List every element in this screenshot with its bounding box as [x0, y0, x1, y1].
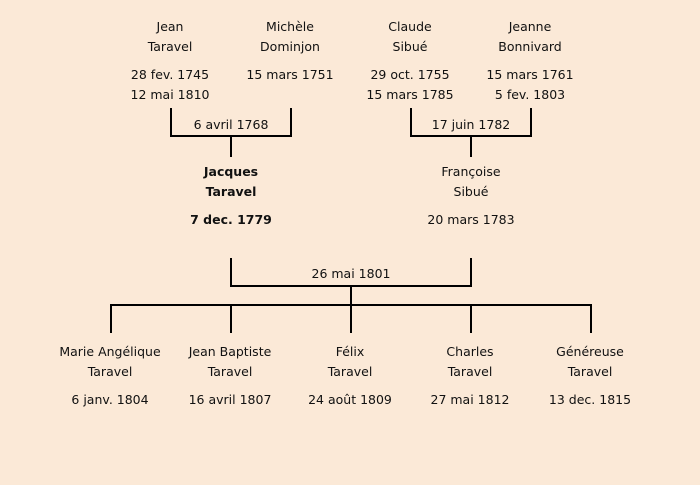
last-name: Taravel [87, 364, 133, 379]
connector-line [230, 135, 232, 157]
connector-line [170, 108, 172, 137]
last-name: Sibué [392, 39, 428, 54]
connector-line [470, 304, 472, 333]
death-date: 12 mai 1810 [130, 87, 210, 102]
child-marie-angelique: Marie Angélique Taravel 6 janv. 1804 [40, 342, 180, 410]
marriage-date-left: 6 avril 1768 [193, 117, 269, 132]
person-jean-taravel: Jean Taravel 28 fev. 1745 12 mai 1810 [100, 17, 240, 105]
connector-line [530, 108, 532, 137]
death-date: 5 fev. 1803 [494, 87, 566, 102]
birth-date: 15 mars 1751 [246, 67, 334, 82]
first-name: Généreuse [556, 344, 624, 359]
birth-date: 15 mars 1761 [486, 67, 574, 82]
birth-date: 20 mars 1783 [427, 212, 515, 227]
first-name: Jacques [203, 164, 259, 179]
connector-line [350, 304, 352, 333]
person-francoise-sibue: Françoise Sibué 20 mars 1783 [401, 162, 541, 230]
birth-date: 29 oct. 1755 [370, 67, 450, 82]
connector-line [350, 285, 352, 306]
first-name: Félix [335, 344, 365, 359]
marriage-date-right: 17 juin 1782 [431, 117, 511, 132]
first-name: Jeanne [508, 19, 552, 34]
last-name: Taravel [207, 364, 253, 379]
first-name: Michèle [266, 19, 314, 34]
last-name: Taravel [205, 184, 257, 199]
last-name: Taravel [567, 364, 613, 379]
person-michele-dominjon: Michèle Dominjon 15 mars 1751 [220, 17, 360, 85]
birth-date: 13 dec. 1815 [548, 392, 632, 407]
connector-line [230, 304, 232, 333]
person-jacques-taravel: Jacques Taravel 7 dec. 1779 [161, 162, 301, 230]
birth-date: 27 mai 1812 [430, 392, 510, 407]
marriage-date-main: 26 mai 1801 [311, 266, 391, 281]
birth-date: 28 fev. 1745 [130, 67, 210, 82]
first-name: Jean [156, 19, 184, 34]
birth-date: 6 janv. 1804 [71, 392, 149, 407]
child-jean-baptiste: Jean Baptiste Taravel 16 avril 1807 [160, 342, 300, 410]
death-date: 15 mars 1785 [366, 87, 454, 102]
connector-line [470, 135, 472, 157]
child-charles: Charles Taravel 27 mai 1812 [400, 342, 540, 410]
connector-line [230, 258, 232, 287]
first-name: Françoise [441, 164, 501, 179]
first-name: Claude [388, 19, 432, 34]
birth-date: 16 avril 1807 [188, 392, 272, 407]
connector-line [590, 304, 592, 333]
person-claude-sibue: Claude Sibué 29 oct. 1755 15 mars 1785 [340, 17, 480, 105]
first-name: Marie Angélique [59, 344, 161, 359]
first-name: Charles [446, 344, 494, 359]
last-name: Taravel [327, 364, 373, 379]
birth-date: 7 dec. 1779 [190, 212, 272, 227]
last-name: Taravel [147, 39, 193, 54]
child-felix: Félix Taravel 24 août 1809 [280, 342, 420, 410]
last-name: Taravel [447, 364, 493, 379]
connector-line [290, 108, 292, 137]
connector-line [410, 108, 412, 137]
last-name: Bonnivard [498, 39, 562, 54]
birth-date: 24 août 1809 [308, 392, 392, 407]
first-name: Jean Baptiste [188, 344, 272, 359]
person-jeanne-bonnivard: Jeanne Bonnivard 15 mars 1761 5 fev. 180… [460, 17, 600, 105]
child-genereuse: Généreuse Taravel 13 dec. 1815 [520, 342, 660, 410]
connector-line [470, 258, 472, 287]
connector-line [110, 304, 112, 333]
last-name: Sibué [453, 184, 489, 199]
last-name: Dominjon [260, 39, 320, 54]
